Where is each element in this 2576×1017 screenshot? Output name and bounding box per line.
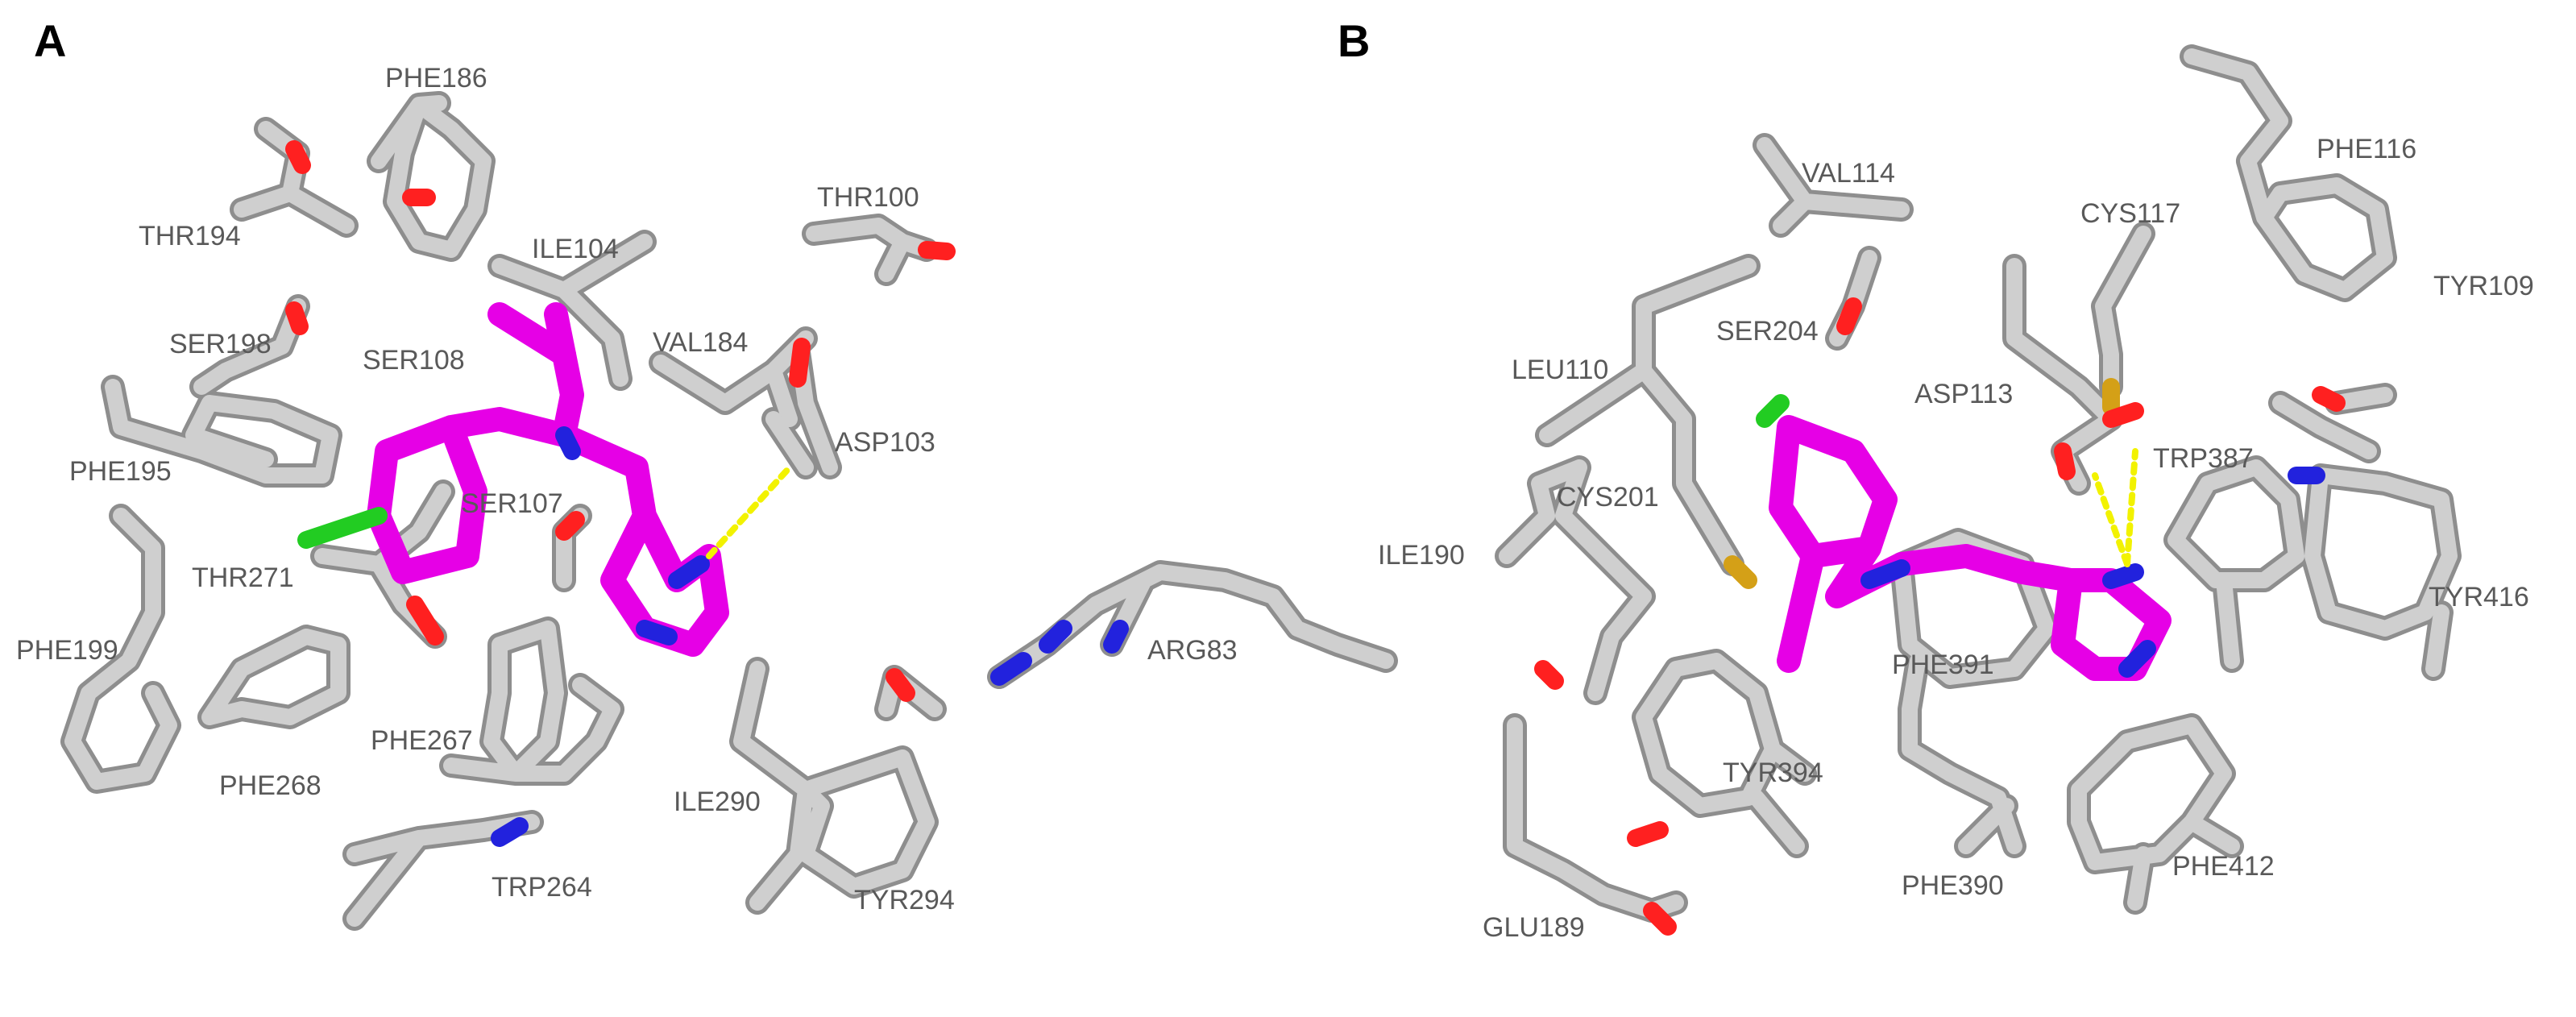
label-glu189: GLU189 (1483, 912, 1585, 943)
label-asp103: ASP103 (835, 427, 935, 458)
label-ile290: ILE290 (674, 787, 761, 817)
label-tyr394: TYR394 (1723, 758, 1823, 788)
panel-b-residues (1495, 44, 2462, 936)
label-phe390: PHE390 (1902, 870, 2004, 901)
ligand-b (1756, 394, 2172, 681)
hbond-a (706, 464, 793, 559)
label-thr100: THR100 (817, 182, 919, 213)
hbond-b2 (2124, 448, 2138, 567)
label-asp113: ASP113 (1914, 379, 2013, 409)
panel-letter-a: A (34, 15, 66, 66)
panel-letter-b: B (1338, 15, 1370, 66)
panel-b: B (1338, 15, 2534, 943)
hbond-b1 (2092, 472, 2130, 567)
label-cys117: CYS117 (2080, 198, 2180, 229)
panel-a: A (16, 15, 1398, 931)
label-ser204: SER204 (1716, 316, 1819, 347)
panel-a-labels: PHE186 THR194 ILE104 THR100 SER198 SER10… (16, 63, 1238, 915)
label-leu110: LEU110 (1512, 355, 1608, 385)
label-arg83: ARG83 (1147, 635, 1238, 666)
label-phe195: PHE195 (69, 456, 172, 487)
label-tyr416: TYR416 (2429, 582, 2529, 612)
label-trp264: TRP264 (492, 872, 592, 903)
label-val114: VAL114 (1802, 158, 1895, 189)
label-ile190: ILE190 (1378, 540, 1465, 571)
label-val184: VAL184 (653, 327, 748, 358)
label-trp387: TRP387 (2153, 443, 2254, 474)
label-phe116: PHE116 (2317, 134, 2416, 164)
label-tyr109: TYR109 (2433, 271, 2534, 301)
label-phe199: PHE199 (16, 635, 118, 666)
label-phe267: PHE267 (371, 725, 473, 756)
label-thr271: THR271 (192, 562, 294, 593)
label-cys201: CYS201 (1557, 482, 1659, 513)
label-ser108: SER108 (363, 345, 465, 376)
label-phe186: PHE186 (385, 63, 487, 93)
label-ser107: SER107 (461, 488, 563, 519)
label-phe391: PHE391 (1892, 650, 1994, 680)
panel-b-labels: VAL114 PHE116 CYS117 TYR109 LEU110 SER20… (1378, 134, 2534, 943)
ligand-a (297, 302, 793, 657)
panel-a-residues (60, 91, 1398, 931)
label-tyr294: TYR294 (854, 885, 955, 915)
label-thr194: THR194 (139, 221, 241, 251)
label-phe268: PHE268 (219, 770, 321, 801)
label-ser198: SER198 (169, 329, 272, 359)
label-phe412: PHE412 (2172, 851, 2275, 882)
label-ile104: ILE104 (532, 234, 619, 264)
